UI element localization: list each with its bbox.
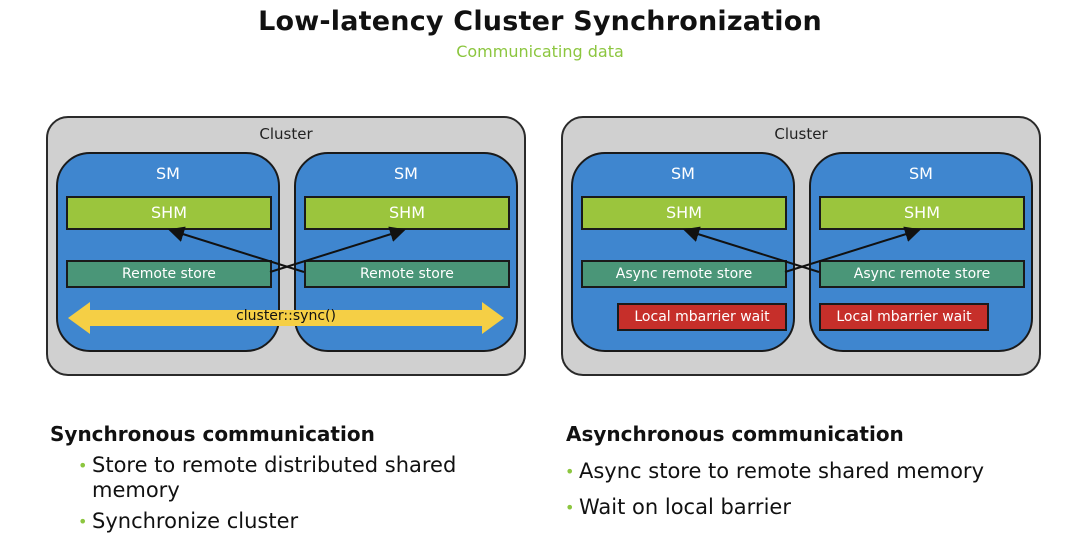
sm-block-2: SM SHM Async remote store Local mbarrier… (809, 152, 1033, 352)
async-bullets: Async store to remote shared memory Wait… (565, 459, 1045, 520)
sync-cluster-diagram: Cluster SM SHM Remote store SM SHM Remot… (46, 116, 526, 376)
async-remote-store-block: Async remote store (819, 260, 1025, 288)
bullet-item: Store to remote distributed shared memor… (78, 453, 498, 503)
sm-label: SM (394, 164, 418, 183)
slide-subtitle: Communicating data (456, 42, 624, 61)
bullet-item: Wait on local barrier (565, 495, 1045, 520)
slide-title: Low-latency Cluster Synchronization (258, 6, 822, 37)
shm-block: SHM (66, 196, 272, 230)
shm-block: SHM (581, 196, 787, 230)
sm-label: SM (671, 164, 695, 183)
cluster-label: Cluster (259, 125, 313, 143)
local-mbarrier-wait-block: Local mbarrier wait (819, 303, 989, 331)
sm-label: SM (156, 164, 180, 183)
cluster-label: Cluster (774, 125, 828, 143)
shm-block: SHM (304, 196, 510, 230)
async-heading: Asynchronous communication (566, 422, 904, 446)
sync-bullets: Store to remote distributed shared memor… (78, 453, 498, 534)
shm-block: SHM (819, 196, 1025, 230)
async-cluster-diagram: Cluster SM SHM Async remote store Local … (561, 116, 1041, 376)
local-mbarrier-wait-block: Local mbarrier wait (617, 303, 787, 331)
cluster-sync-label: cluster::sync() (236, 308, 336, 324)
sm-label: SM (909, 164, 933, 183)
bullet-item: Async store to remote shared memory (565, 459, 1045, 484)
async-remote-store-block: Async remote store (581, 260, 787, 288)
sync-heading: Synchronous communication (50, 422, 375, 446)
remote-store-block: Remote store (304, 260, 510, 288)
bullet-item: Synchronize cluster (78, 509, 498, 534)
remote-store-block: Remote store (66, 260, 272, 288)
sm-block-1: SM SHM Async remote store Local mbarrier… (571, 152, 795, 352)
